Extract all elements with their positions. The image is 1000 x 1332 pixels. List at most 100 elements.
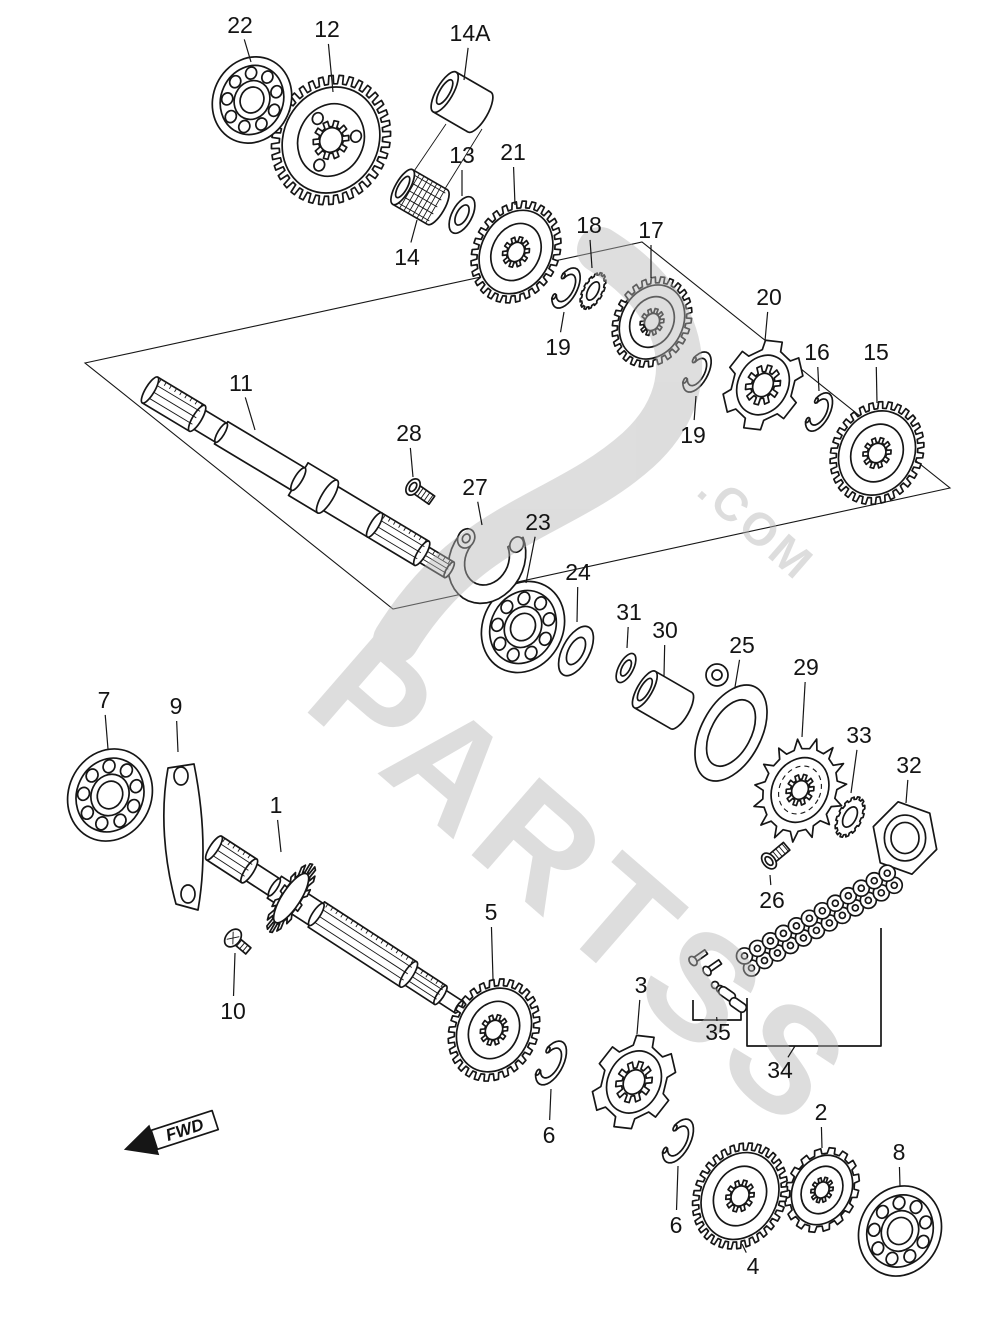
part-callout-9: 9 <box>170 693 183 753</box>
part-callout-7: 7 <box>98 687 110 750</box>
part-callout-6: 6 <box>543 1088 556 1148</box>
part-callout-10: 10 <box>220 952 246 1024</box>
leader-line <box>176 720 179 753</box>
part-number-label: 25 <box>729 632 755 658</box>
part-number-label: 35 <box>705 1019 731 1045</box>
part-number-label: 15 <box>863 339 889 365</box>
part-callout-11: 11 <box>229 370 256 431</box>
leader-line <box>463 47 469 81</box>
part-callout-17: 17 <box>638 217 664 278</box>
part-number-label: 1 <box>270 792 283 818</box>
part-callout-6: 6 <box>670 1165 683 1238</box>
part-12-gear <box>250 56 411 225</box>
part-callout-28: 28 <box>396 420 422 478</box>
part-callout-35: 35 <box>705 1017 731 1045</box>
part-callout-15: 15 <box>863 339 889 404</box>
part-26-bolt <box>759 839 793 871</box>
part-number-label: 23 <box>525 509 551 535</box>
part-callout-5: 5 <box>485 899 497 980</box>
part-number-label: 2 <box>815 1099 828 1125</box>
leader-line <box>764 311 769 342</box>
leader-line <box>850 749 858 794</box>
part-number-label: 31 <box>616 599 642 625</box>
part-25-plate25 <box>680 664 782 793</box>
part-number-label: 18 <box>576 212 602 238</box>
leader-line <box>576 586 579 623</box>
part-callout-21: 21 <box>500 139 526 206</box>
part-number-label: 24 <box>565 559 591 585</box>
part-callout-16: 16 <box>804 339 830 392</box>
part-callout-18: 18 <box>576 212 602 269</box>
part-20-dog-hub <box>708 326 818 444</box>
part-16-circlip <box>801 389 838 435</box>
part-callout-3: 3 <box>635 972 648 1035</box>
part-7-bearing <box>53 735 168 855</box>
part-callout-12: 12 <box>314 16 340 93</box>
fwd-arrow-head <box>123 1124 160 1156</box>
part-31-washer <box>612 650 640 685</box>
leader-line <box>409 447 414 478</box>
part-number-label: 20 <box>756 284 782 310</box>
part-21-gear <box>454 185 579 318</box>
leader-line <box>787 1045 796 1058</box>
part-number-label: 10 <box>220 998 246 1024</box>
leader-line <box>232 952 236 997</box>
part-23-bearing <box>466 567 581 688</box>
part-number-label: 3 <box>635 972 648 998</box>
part-number-label: 6 <box>670 1212 683 1238</box>
part-number-label: 27 <box>462 474 488 500</box>
part-number-label: 14A <box>450 20 492 46</box>
leader-line <box>693 395 697 421</box>
part-17-gear <box>597 263 708 381</box>
part-number-label: 17 <box>638 217 664 243</box>
part-22-bearing <box>198 44 305 156</box>
part-32-nut <box>873 802 936 874</box>
part-29-sprocket <box>736 723 864 859</box>
leader-line <box>734 659 741 688</box>
part-number-label: 19 <box>545 334 571 360</box>
part-number-label: 13 <box>449 142 475 168</box>
part-number-label: 6 <box>543 1122 556 1148</box>
leader-line <box>410 219 418 243</box>
leader-line <box>276 819 282 853</box>
part-callout-30: 30 <box>652 617 678 677</box>
part-34-chain <box>736 865 902 976</box>
part-callout-29: 29 <box>793 654 819 738</box>
part-19-circlip <box>547 264 586 312</box>
part-number-label: 12 <box>314 16 340 42</box>
leader-line <box>801 681 806 738</box>
part-callout-34: 34 <box>767 1045 796 1083</box>
part-callout-1: 1 <box>270 792 283 853</box>
part-10-screw <box>221 926 255 959</box>
part-callout-13: 13 <box>449 142 475 196</box>
part-number-label: 9 <box>170 693 183 719</box>
part-number-label: 32 <box>896 752 922 778</box>
part-number-label: 26 <box>759 887 785 913</box>
part-number-label: 22 <box>227 12 253 38</box>
part-number-label: 14 <box>394 244 420 270</box>
part-callout-19: 19 <box>545 311 571 360</box>
leader-line <box>626 626 629 649</box>
part-callout-4: 4 <box>741 1243 760 1279</box>
part-callout-24: 24 <box>565 559 591 623</box>
part-15-gear <box>812 385 941 521</box>
part-number-label: 34 <box>767 1057 793 1083</box>
part-8-bearing <box>844 1172 956 1290</box>
leader-line <box>512 166 516 206</box>
part-13-washer <box>444 193 480 238</box>
part-number-label: 21 <box>500 139 526 165</box>
leader-line <box>769 874 772 886</box>
leader-line <box>104 714 109 750</box>
part-27-plate27 <box>433 510 537 617</box>
shaft-integrated-gear <box>259 858 324 939</box>
leader-line <box>905 779 909 804</box>
part-callout-20: 20 <box>756 284 782 342</box>
part-number-label: 30 <box>652 617 678 643</box>
leader-line <box>477 501 483 526</box>
part-2-gear <box>770 1135 873 1246</box>
part-30-collar <box>628 668 698 733</box>
part-9-plate9 <box>164 764 203 910</box>
